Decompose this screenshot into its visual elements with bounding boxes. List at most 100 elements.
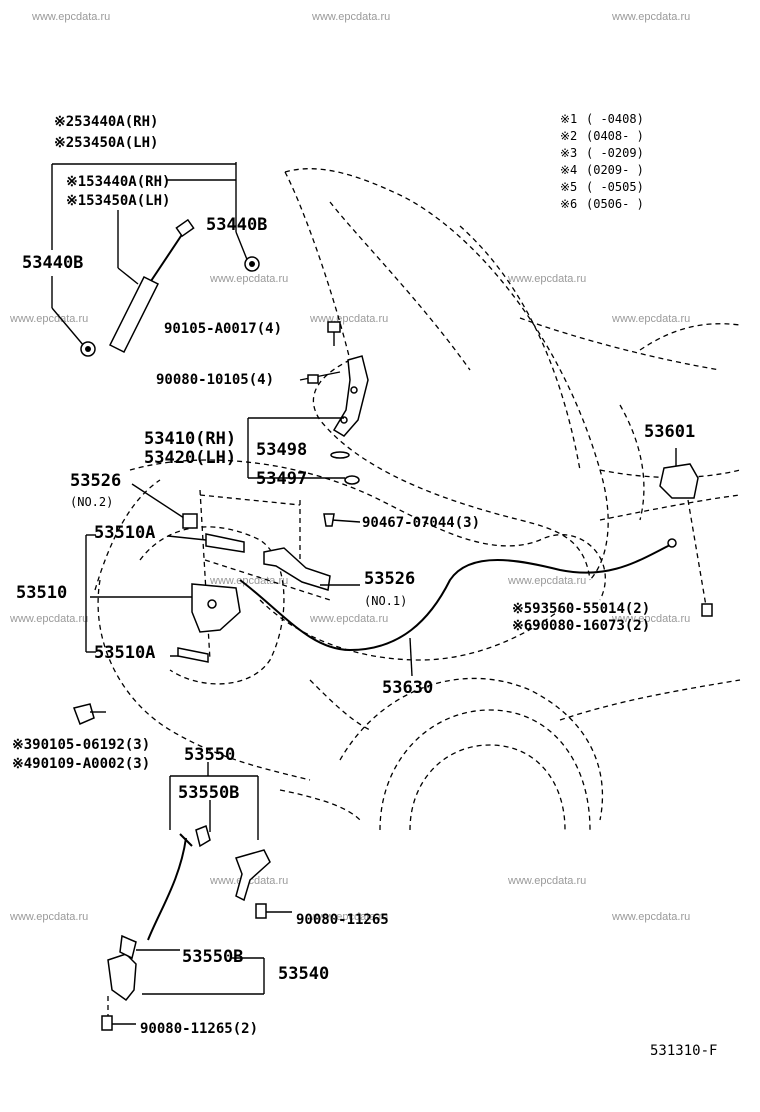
under-line bbox=[279, 789, 361, 821]
fender-top bbox=[129, 459, 606, 601]
label-strut-rh-1: ※153440A(RH) bbox=[66, 174, 170, 190]
leader-line bbox=[117, 267, 139, 285]
cable-end-spring bbox=[205, 533, 245, 553]
legend-range: ( -0209) bbox=[586, 146, 644, 160]
label-cushion-no1: 53526 bbox=[364, 569, 415, 589]
label-lock-assy-a-bottom: 53510A bbox=[94, 643, 155, 663]
bolt-icon bbox=[255, 903, 267, 919]
cushion-no1-icon bbox=[263, 547, 331, 591]
watermark: www.epcdata.ru bbox=[611, 313, 690, 325]
label-bolt-16073: ※690080-16073(2) bbox=[512, 618, 650, 634]
tire-outer bbox=[379, 709, 591, 831]
rod-holder-top bbox=[195, 824, 211, 848]
label-stud-left: 53440B bbox=[22, 253, 83, 273]
watermark: www.epcdata.ru bbox=[209, 273, 288, 285]
label-stud-right: 53440B bbox=[206, 215, 267, 235]
leader-line bbox=[331, 519, 361, 523]
release-spring bbox=[177, 647, 209, 663]
label-cushion-no2: 53526 bbox=[70, 471, 121, 491]
watermark: www.epcdata.ru bbox=[507, 273, 586, 285]
diagram-code: 531310-F bbox=[650, 1043, 717, 1059]
legend-range: (0408- ) bbox=[586, 129, 644, 143]
label-lever: 53601 bbox=[644, 422, 695, 442]
leader-line bbox=[299, 371, 341, 381]
hood-lock bbox=[73, 448, 713, 725]
strut-end bbox=[175, 218, 195, 238]
legend: ※1 ( -0408) ※2 (0408- ) ※3 ( -0209) ※4 (… bbox=[560, 112, 644, 211]
label-cushion-53497: 53497 bbox=[256, 469, 307, 489]
hood-bottom bbox=[312, 359, 591, 581]
legend-mark: ※5 bbox=[560, 180, 577, 194]
cushion-53497-icon bbox=[344, 475, 360, 485]
label-support-rod: 53550 bbox=[184, 745, 235, 765]
watermark: www.epcdata.ru bbox=[9, 313, 88, 325]
dashed-leader bbox=[687, 499, 707, 607]
watermark: www.epcdata.ru bbox=[507, 575, 586, 587]
label-bolt-10105: 90080-10105(4) bbox=[156, 372, 274, 388]
label-rod-assy: 53540 bbox=[278, 964, 329, 984]
hood-support-rod bbox=[101, 762, 292, 1031]
ball-stud-center bbox=[249, 261, 255, 267]
hood-hinge bbox=[247, 321, 369, 485]
hinge-hole bbox=[350, 386, 358, 394]
a-pillar bbox=[639, 323, 741, 351]
bumper bbox=[97, 579, 311, 781]
label-lock-assy-a-top: 53510A bbox=[94, 523, 155, 543]
label-cable: 53630 bbox=[382, 678, 433, 698]
label-holder-top: 53550B bbox=[178, 783, 239, 803]
lock-body bbox=[191, 583, 241, 633]
screw-icon bbox=[701, 603, 713, 617]
wheel-arch bbox=[339, 677, 604, 821]
watermark: www.epcdata.ru bbox=[311, 11, 390, 23]
strut-rod bbox=[150, 229, 186, 282]
rod-holder-bracket bbox=[235, 849, 271, 902]
label-bolt-a0002: ※490109-A0002(3) bbox=[12, 756, 150, 772]
label-cushion-53498: 53498 bbox=[256, 440, 307, 460]
cable-end bbox=[667, 538, 677, 548]
bolt-icon bbox=[73, 703, 95, 725]
label-cushion-no1-note: (NO.1) bbox=[364, 594, 407, 608]
part-labels: ※253440A(RH) ※253450A(LH) ※153440A(RH) ※… bbox=[12, 114, 695, 1037]
label-hinge-rh: 53410(RH) bbox=[144, 429, 236, 449]
sill-line bbox=[559, 679, 741, 721]
lock-hole bbox=[207, 599, 217, 609]
release-lever-icon bbox=[659, 463, 699, 499]
watermark: www.epcdata.ru bbox=[309, 313, 388, 325]
leader-line bbox=[51, 307, 85, 347]
watermark: www.epcdata.ru bbox=[209, 575, 288, 587]
label-strut-rh-2: ※253440A(RH) bbox=[54, 114, 158, 130]
legend-range: (0506- ) bbox=[586, 197, 644, 211]
watermark: www.epcdata.ru bbox=[611, 613, 690, 625]
label-screw-55014: ※593560-55014(2) bbox=[512, 601, 650, 617]
legend-range: ( -0505) bbox=[586, 180, 644, 194]
watermark: www.epcdata.ru bbox=[611, 911, 690, 923]
bolt-icon bbox=[101, 1015, 113, 1031]
hood-outline bbox=[284, 168, 609, 581]
watermark: www.epcdata.ru bbox=[507, 875, 586, 887]
watermark: www.epcdata.ru bbox=[31, 11, 110, 23]
legend-range: (0209- ) bbox=[586, 163, 644, 177]
leader-line bbox=[167, 535, 207, 541]
legend-mark: ※6 bbox=[560, 197, 577, 211]
label-strut-lh-1: ※153450A(LH) bbox=[66, 193, 170, 209]
tire-inner bbox=[409, 744, 566, 831]
label-hinge-lh: 53420(LH) bbox=[144, 448, 236, 468]
apron-line bbox=[199, 489, 211, 661]
hood-crease bbox=[329, 201, 471, 371]
label-strut-lh-2: ※253450A(LH) bbox=[54, 135, 158, 151]
bolt-icon bbox=[307, 374, 319, 384]
headlamp-side bbox=[94, 479, 161, 591]
watermark: www.epcdata.ru bbox=[9, 911, 88, 923]
watermark: www.epcdata.ru bbox=[9, 613, 88, 625]
release-cable bbox=[239, 544, 671, 652]
hinge-bracket bbox=[332, 355, 369, 437]
watermark: www.epcdata.ru bbox=[309, 911, 388, 923]
label-bolt-06192: ※390105-06192(3) bbox=[12, 737, 150, 753]
rod-clip bbox=[119, 934, 137, 960]
grille-line bbox=[259, 599, 561, 661]
watermark: www.epcdata.ru bbox=[309, 613, 388, 625]
vehicle-outline bbox=[94, 168, 741, 831]
hood-support-strut bbox=[51, 162, 260, 357]
support-rod-icon bbox=[147, 837, 187, 941]
